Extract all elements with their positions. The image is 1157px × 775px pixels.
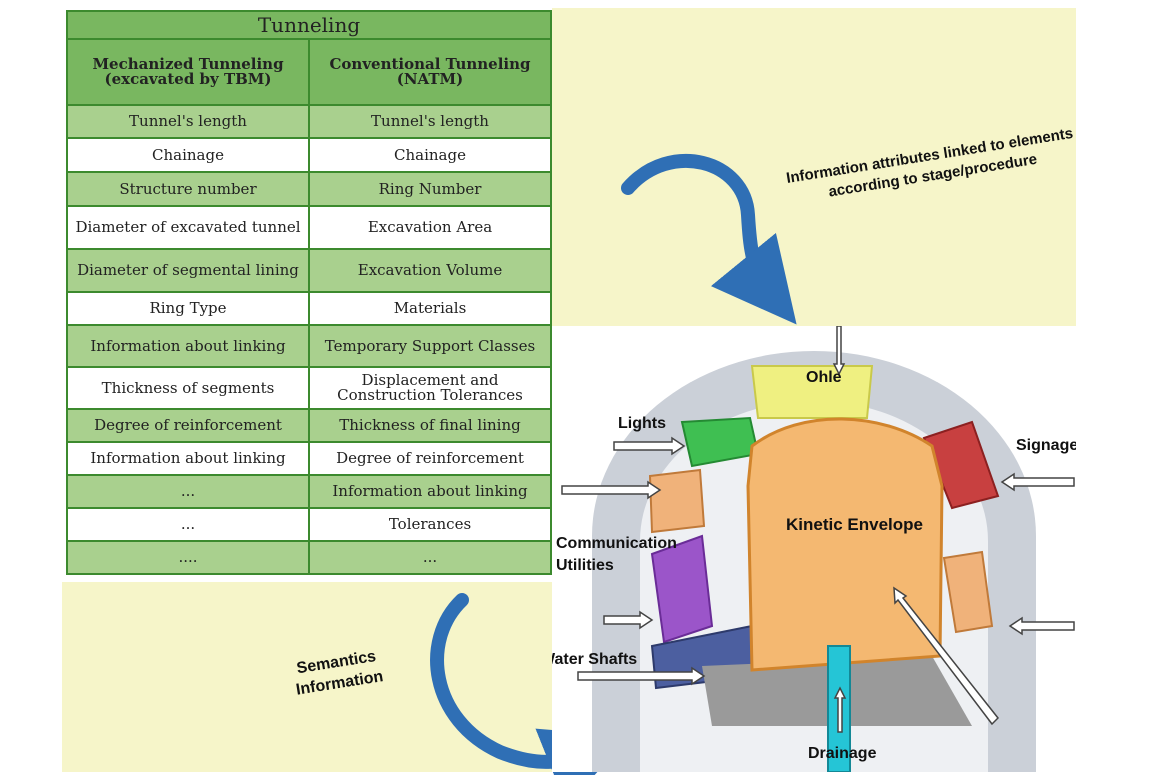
- cell-mechanized: Degree of reinforcement: [66, 408, 310, 443]
- cell-conventional: Degree of reinforcement: [308, 441, 552, 476]
- arrow-communication: [603, 610, 654, 630]
- cell-mechanized: Information about linking: [66, 324, 310, 368]
- table-title: Tunneling: [66, 10, 552, 40]
- label-utilities: Utilities: [556, 557, 614, 574]
- ohle-element: [750, 365, 874, 419]
- label-ohle: Ohle: [806, 369, 842, 386]
- label-drainage: Drainage: [808, 745, 877, 762]
- right-cable-tray: [942, 550, 994, 634]
- cell-mechanized: Ring Type: [66, 291, 310, 326]
- label-kinetic-envelope: Kinetic Envelope: [786, 515, 923, 534]
- cell-conventional: Thickness of final lining: [308, 408, 552, 443]
- table-row: .......: [66, 540, 552, 575]
- cell-mechanized: ....: [66, 540, 310, 575]
- header-conventional: Conventional Tunneling (NATM): [308, 38, 552, 106]
- cell-conventional: Information about linking: [308, 474, 552, 509]
- arrow-tray-left: [561, 480, 662, 500]
- cell-conventional: Excavation Area: [308, 205, 552, 250]
- arrow-signage: [1000, 472, 1075, 492]
- cell-conventional: Temporary Support Classes: [308, 324, 552, 368]
- curved-arrow-top: [621, 153, 797, 325]
- tunnel-cross-section: Ohle Lights Signage Kinetic Envelope Com…: [552, 326, 1076, 772]
- cell-mechanized: ...: [66, 507, 310, 542]
- cell-conventional: Displacement and Construction Tolerances: [308, 366, 552, 410]
- cell-conventional: Tunnel's length: [308, 104, 552, 139]
- cell-mechanized: Thickness of segments: [66, 366, 310, 410]
- arrow-ohle: [832, 326, 846, 376]
- kinetic-envelope-element: [746, 417, 944, 672]
- cell-mechanized: Diameter of segmental lining: [66, 248, 310, 293]
- cell-conventional: Excavation Volume: [308, 248, 552, 293]
- cell-conventional: Materials: [308, 291, 552, 326]
- left-cable-tray: [648, 468, 706, 534]
- arrow-kinetic: [893, 586, 1000, 726]
- cell-mechanized: Information about linking: [66, 441, 310, 476]
- tunneling-table: Tunneling Mechanized Tunneling (excavate…: [66, 10, 552, 575]
- header-mechanized: Mechanized Tunneling (excavated by TBM): [66, 38, 310, 106]
- cell-mechanized: Diameter of excavated tunnel: [66, 205, 310, 250]
- cell-conventional: Tolerances: [308, 507, 552, 542]
- label-water-shafts: Water Shafts: [552, 651, 637, 668]
- communication-element: [650, 534, 714, 644]
- label-communication: Communication: [556, 535, 677, 552]
- cell-mechanized: ...: [66, 474, 310, 509]
- cell-conventional: ...: [308, 540, 552, 575]
- table-row: ...Tolerances: [66, 507, 552, 542]
- arrow-water: [577, 666, 706, 686]
- arrow-tray-right: [1008, 616, 1075, 636]
- cell-mechanized: Tunnel's length: [66, 104, 310, 139]
- arrow-drainage: [833, 686, 847, 733]
- cell-mechanized: Structure number: [66, 171, 310, 207]
- cell-conventional: Chainage: [308, 137, 552, 173]
- background-panel-top: [552, 8, 1076, 328]
- table-row: ...Information about linking: [66, 474, 552, 509]
- label-lights: Lights: [618, 415, 666, 432]
- cell-conventional: Ring Number: [308, 171, 552, 207]
- arrow-lights: [613, 436, 686, 456]
- cell-mechanized: Chainage: [66, 137, 310, 173]
- label-signage: Signage: [1016, 437, 1076, 454]
